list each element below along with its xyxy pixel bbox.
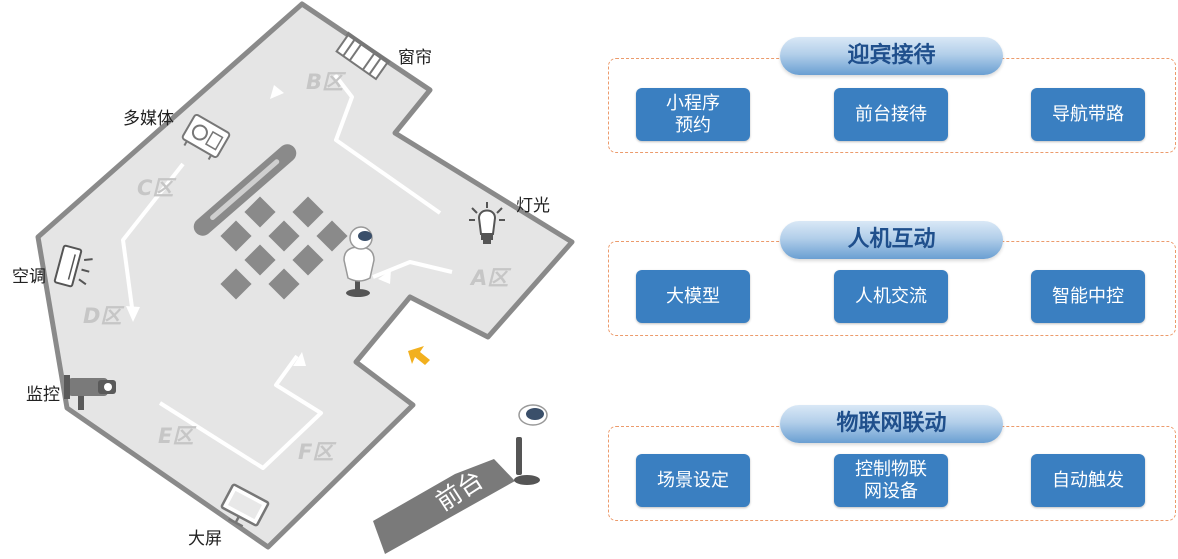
robot-icon	[514, 404, 548, 485]
curtain-label: 窗帘	[398, 48, 432, 68]
human-machine-chat-button[interactable]: 人机交流	[834, 270, 948, 323]
robot-icon	[343, 226, 375, 297]
zone-a-label: A区	[471, 266, 509, 290]
curtain-icon	[335, 31, 391, 81]
section-title-iot: 物联网联动	[780, 405, 1003, 443]
ac-label: 空调	[12, 267, 46, 287]
zone-b-label: B区	[306, 70, 344, 94]
control-iot-devices-button[interactable]: 控制物联 网设备	[834, 454, 948, 507]
screen-label: 大屏	[188, 529, 222, 549]
light-bulb-icon	[469, 202, 505, 244]
smart-control-button[interactable]: 智能中控	[1031, 270, 1145, 323]
monitor-label: 监控	[26, 385, 60, 405]
auto-trigger-button[interactable]: 自动触发	[1031, 454, 1145, 507]
zone-f-label: F区	[298, 440, 334, 464]
multimedia-label: 多媒体	[123, 109, 174, 129]
robot-path	[121, 73, 453, 470]
zone-e-label: E区	[158, 424, 194, 448]
monitor-icon	[220, 483, 270, 528]
scene-setting-button[interactable]: 场景设定	[636, 454, 750, 507]
navigation-guide-button[interactable]: 导航带路	[1031, 88, 1145, 141]
section-title-reception: 迎宾接待	[780, 37, 1003, 75]
projector-icon	[181, 113, 231, 160]
light-label: 灯光	[516, 196, 550, 216]
front-desk-reception-button[interactable]: 前台接待	[834, 88, 948, 141]
mini-program-booking-button[interactable]: 小程序 预约	[636, 88, 750, 141]
camera-icon	[64, 375, 116, 410]
large-model-button[interactable]: 大模型	[636, 270, 750, 323]
entrance-arrow-icon	[408, 346, 430, 365]
front-desk	[373, 459, 515, 554]
path-arrowheads	[126, 85, 391, 366]
seat-grid	[220, 196, 348, 300]
section-title-interaction: 人机互动	[780, 221, 1003, 259]
floor-plan	[35, 1, 575, 554]
zone-d-label: D区	[83, 304, 122, 328]
air-conditioner-icon	[53, 244, 93, 288]
zone-c-label: C区	[137, 176, 174, 200]
